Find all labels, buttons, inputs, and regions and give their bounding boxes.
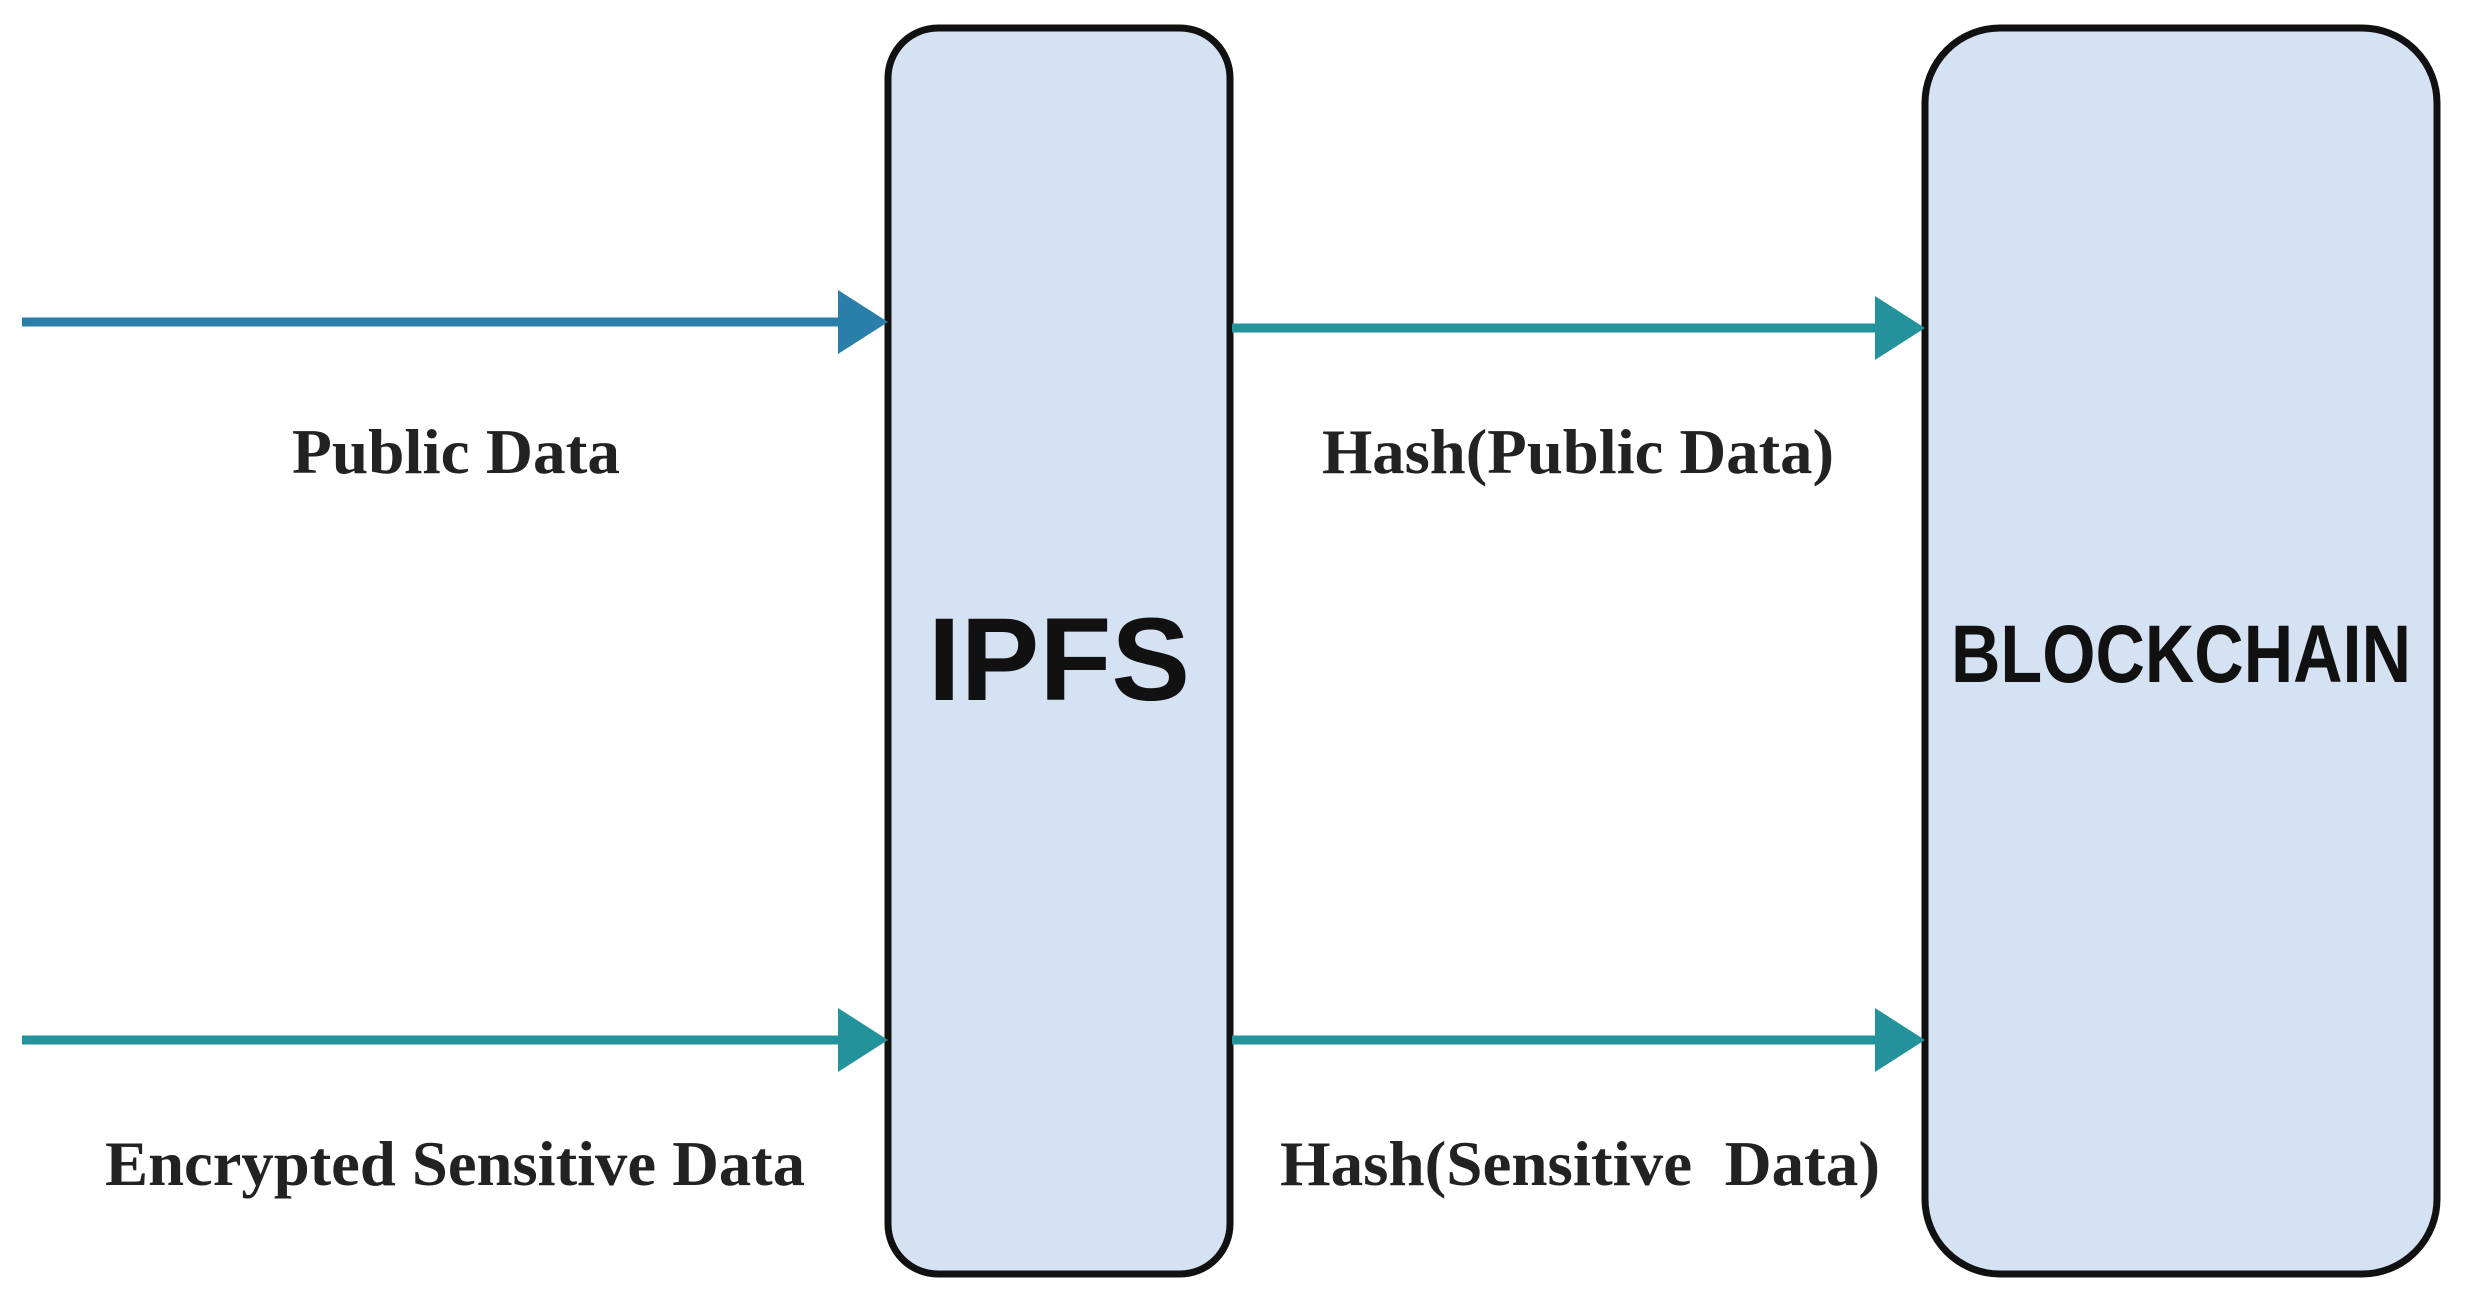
public-data-label: Public Data <box>292 416 620 487</box>
public-hash-arrowhead <box>1875 296 1925 360</box>
hash-public-data-label: Hash(Public Data) <box>1322 416 1834 487</box>
sensitive-data-arrowhead <box>838 1008 888 1072</box>
ipfs-box <box>884 24 1234 1278</box>
sensitive-hash-arrowhead <box>1875 1008 1925 1072</box>
encrypted-sensitive-data-label: Encrypted Sensitive Data <box>105 1128 805 1199</box>
blockchain-label: BLOCKCHAIN <box>1951 609 2411 700</box>
public-data-arrowhead <box>838 290 888 354</box>
hash-sensitive-data-label: Hash(Sensitive Data) <box>1280 1128 1880 1199</box>
blockchain-box <box>1921 24 2441 1278</box>
public-hash-arrow <box>1232 296 1925 360</box>
sensitive-data-arrow <box>22 1008 888 1072</box>
ipfs-label: IPFS <box>928 594 1190 726</box>
public-data-arrow <box>22 290 888 354</box>
sensitive-hash-arrow <box>1232 1008 1925 1072</box>
